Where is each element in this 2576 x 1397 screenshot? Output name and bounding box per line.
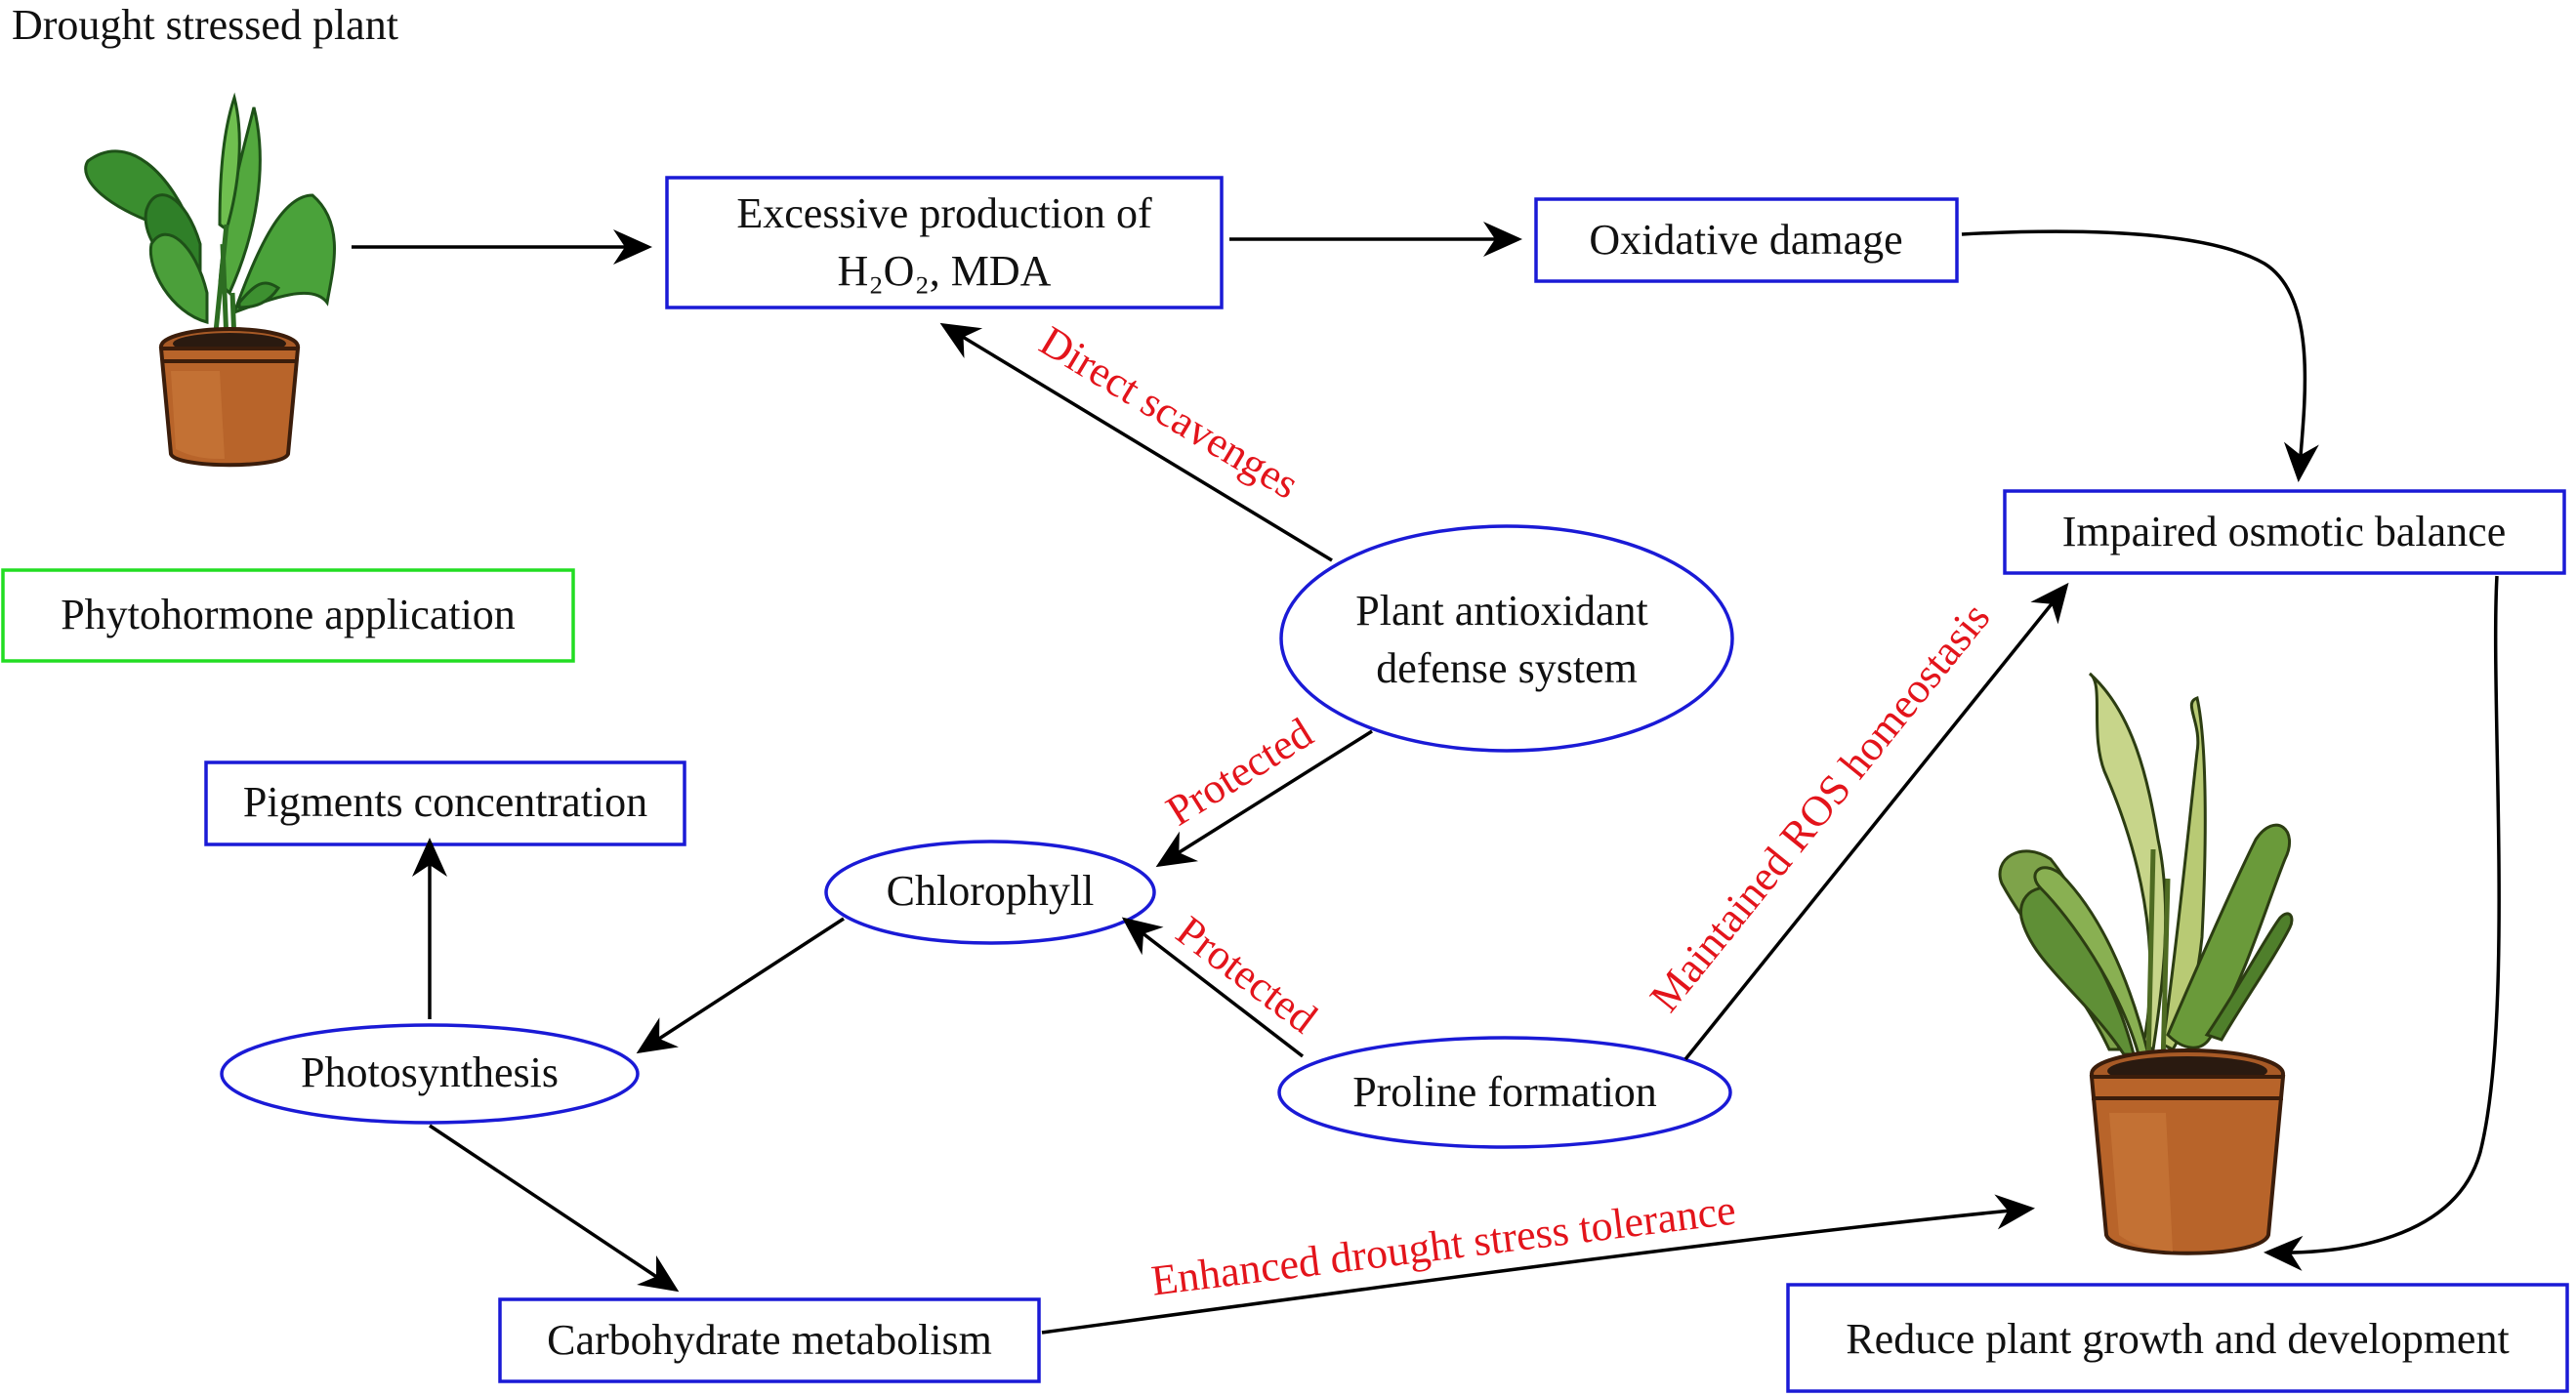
node-proline: Proline formation: [1277, 1036, 1732, 1149]
wilted-potted-plant-icon: [1998, 672, 2294, 1255]
antioxidant-line1: Plant antioxidant: [1355, 587, 1647, 635]
chlorophyll-label: Chlorophyll: [887, 867, 1095, 915]
arrow-impaired-to-reduce: [2264, 575, 2501, 1271]
impaired-label: Impaired osmotic balance: [2062, 508, 2506, 555]
arrow-oxidative-to-impaired: [1961, 229, 2319, 482]
node-phytohormone: Phytohormone application: [1, 568, 575, 663]
potted-plant-icon: [84, 92, 336, 468]
antioxidant-line2: defense system: [1376, 644, 1638, 692]
carbohydrate-label: Carbohydrate metabolism: [547, 1316, 992, 1364]
arrow-photosynthesis-to-carbohydrate: [429, 1124, 680, 1293]
node-chlorophyll: Chlorophyll: [824, 840, 1156, 945]
diagram-title: Drought stressed plant: [12, 1, 398, 49]
proline-label: Proline formation: [1352, 1068, 1657, 1116]
photosynthesis-label: Photosynthesis: [301, 1048, 559, 1096]
edge-label-direct-scavenges: Direct scavenges: [1032, 316, 1308, 508]
edge-label-enhanced-tolerance: Enhanced drought stress tolerance: [1148, 1186, 1738, 1305]
node-carbohydrate: Carbohydrate metabolism: [498, 1297, 1041, 1383]
reduce-label: Reduce plant growth and development: [1846, 1315, 2509, 1363]
arrow-proline-to-impaired: [1683, 582, 2069, 1061]
arrow-antioxidant-to-chlorophyll: [1155, 729, 1373, 868]
edge-label-protected-proline: Protected: [1168, 907, 1326, 1043]
excessive-line2: H₂O₂, MDA: [838, 247, 1052, 295]
arrow-antioxidant-to-excessive: [939, 322, 1333, 562]
node-excessive-production: Excessive production of H₂O₂, MDA: [665, 176, 1224, 309]
node-reduce-growth: Reduce plant growth and development: [1786, 1283, 2569, 1393]
node-antioxidant-system: Plant antioxidant defense system: [1279, 524, 1734, 753]
excessive-line1: Excessive production of: [736, 189, 1152, 237]
node-pigments: Pigments concentration: [204, 760, 686, 846]
node-impaired-osmotic: Impaired osmotic balance: [2003, 489, 2566, 575]
oxidative-label: Oxidative damage: [1589, 216, 1902, 264]
node-oxidative-damage: Oxidative damage: [1534, 197, 1959, 283]
arrow-proline-to-chlorophyll: [1121, 917, 1305, 1058]
arrow-carbohydrate-to-plant: [1041, 1194, 2035, 1335]
arrow-chlorophyll-to-photosynthesis: [636, 917, 845, 1054]
phytohormone-label: Phytohormone application: [61, 591, 516, 638]
pigments-label: Pigments concentration: [243, 778, 647, 826]
node-photosynthesis: Photosynthesis: [220, 1023, 640, 1125]
